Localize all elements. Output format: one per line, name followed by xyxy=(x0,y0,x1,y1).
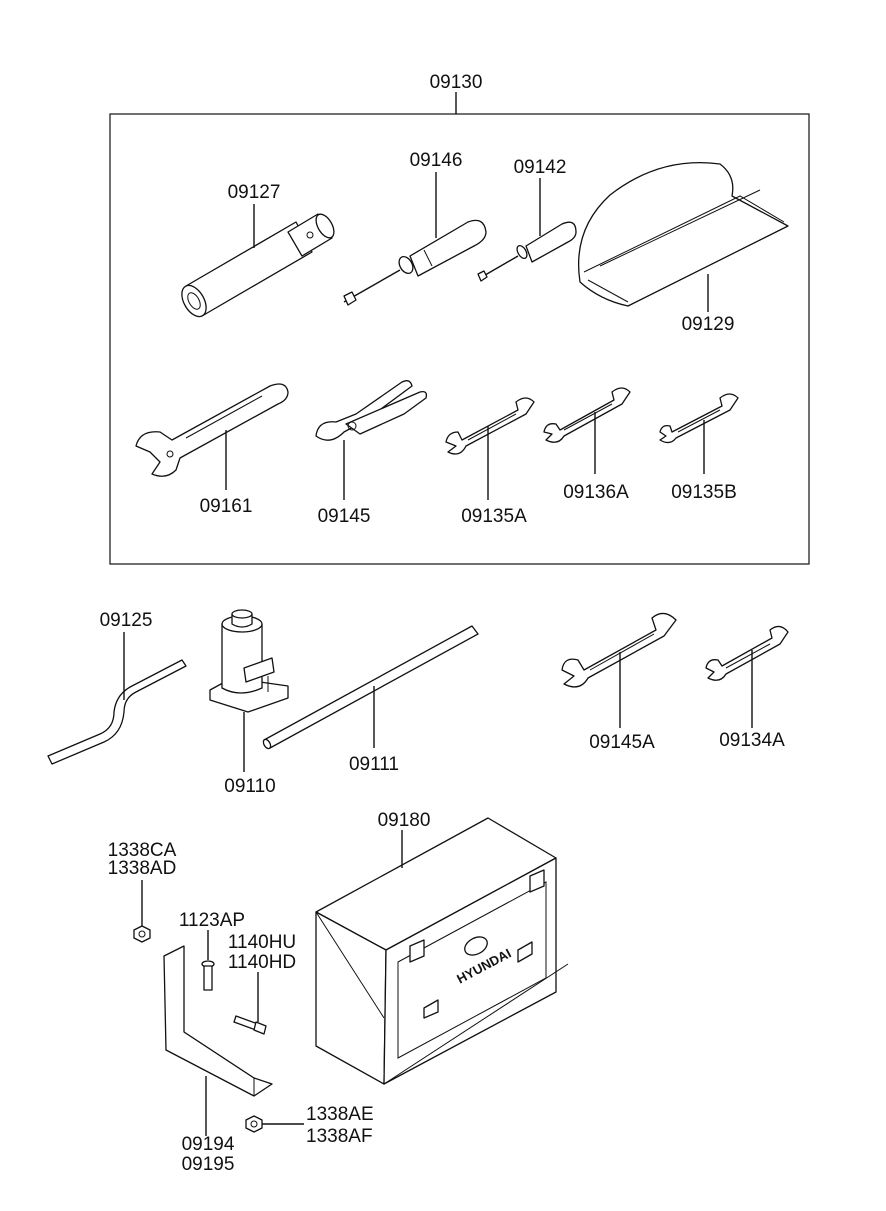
nut-1338ca-drawing xyxy=(133,925,151,943)
spanner-09136a-drawing xyxy=(543,387,631,443)
label-1338AD: 1338AD xyxy=(108,858,177,879)
label-09135B: 09135B xyxy=(671,482,737,503)
mounting-bracket-drawing xyxy=(163,945,273,1097)
label-09127: 09127 xyxy=(228,182,281,203)
label-1338AE: 1338AE xyxy=(306,1104,374,1125)
label-1140HU: 1140HU xyxy=(228,932,296,953)
jack-handle-drawing xyxy=(47,659,187,765)
label-09180: 09180 xyxy=(378,810,431,831)
label-09142: 09142 xyxy=(514,157,567,178)
extension-bar-drawing xyxy=(262,625,479,750)
bolt-1140hu-drawing xyxy=(233,1015,267,1035)
tool-kit-frame xyxy=(109,113,810,565)
spanner-09145a-drawing xyxy=(561,612,677,688)
label-09195: 09195 xyxy=(182,1154,235,1175)
label-09194: 09194 xyxy=(182,1134,235,1155)
label-09111: 09111 xyxy=(349,754,399,775)
label-09161: 09161 xyxy=(200,496,253,517)
label-09146: 09146 xyxy=(410,150,463,171)
adjustable-wrench-drawing xyxy=(135,383,289,477)
bottle-jack-drawing xyxy=(209,609,289,713)
spanner-09134a-drawing xyxy=(705,625,789,681)
pliers-drawing xyxy=(315,380,428,441)
label-09130: 09130 xyxy=(430,72,483,93)
label-09110: 09110 xyxy=(224,776,275,797)
screwdriver-small-drawing xyxy=(477,221,577,282)
label-1123AP: 1123AP xyxy=(179,910,245,931)
label-1338AF: 1338AF xyxy=(306,1126,373,1147)
tool-box-drawing: HYUNDAI xyxy=(315,817,569,1085)
screwdriver-large-drawing xyxy=(343,219,487,306)
label-09145A: 09145A xyxy=(589,732,655,753)
label-09134A: 09134A xyxy=(719,730,785,751)
tool-bag-drawing xyxy=(577,161,789,307)
label-09136A: 09136A xyxy=(563,482,629,503)
label-09129: 09129 xyxy=(682,314,735,335)
nut-1338ae-drawing xyxy=(245,1115,263,1133)
box-wrench-tube-drawing xyxy=(181,213,335,318)
label-09145: 09145 xyxy=(318,506,371,527)
label-1338CA: 1338CA xyxy=(108,840,177,861)
label-09125: 09125 xyxy=(100,610,153,631)
label-09135A: 09135A xyxy=(461,506,527,527)
label-1140HD: 1140HD xyxy=(228,952,296,973)
bolt-1123ap-drawing xyxy=(201,960,215,991)
spanner-09135b-drawing xyxy=(659,393,739,444)
spanner-09135a-drawing xyxy=(445,397,535,455)
